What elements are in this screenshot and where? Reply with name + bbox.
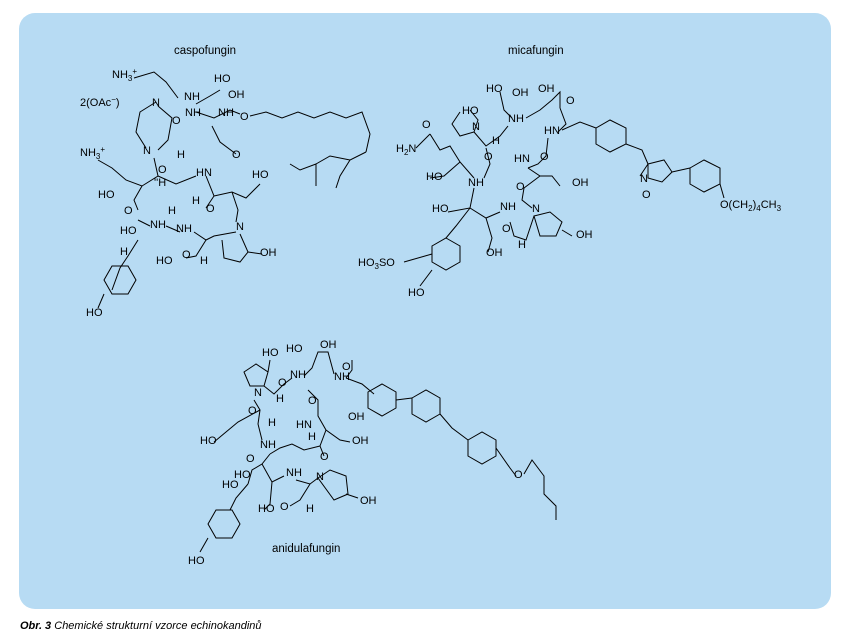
micafungin-structure: micafungin HO OH OH HO O O N NH HN H H2N…: [358, 45, 782, 299]
caspofungin-label-n3: N: [236, 221, 244, 233]
caspofungin-title: caspofungin: [174, 45, 236, 57]
anidulafungin-label-oh5: OH: [360, 495, 377, 507]
caspofungin-label-counterion: 2(OAc−): [80, 95, 120, 109]
caspofungin-label-o7: O: [182, 249, 191, 261]
anidulafungin-label-ho3: HO: [234, 469, 251, 481]
caspofungin-label-n: N: [152, 97, 160, 109]
micafungin-label-oh2: OH: [538, 83, 555, 95]
micafungin-label-oh4: OH: [576, 229, 593, 241]
caption-number: Obr. 3: [20, 620, 52, 632]
caspofungin-label-ho5: HO: [86, 307, 103, 319]
anidulafungin-label-ho2: HO: [200, 435, 217, 447]
caspofungin-label-h5: H: [200, 255, 208, 267]
anidulafungin-label-h3: H: [308, 431, 316, 443]
anidulafungin-label-oh3: OH: [348, 411, 365, 423]
anidulafungin-label-nh2: NH: [334, 371, 350, 383]
anidulafungin-label-nh1: NH: [290, 369, 306, 381]
figure-caption: Obr. 3 Chemické strukturní vzorce echino…: [20, 620, 262, 632]
anidulafungin-label-o6: O: [246, 453, 255, 465]
anidulafungin-label-o7: O: [280, 501, 289, 513]
caspofungin-label-o6: O: [124, 205, 133, 217]
caspofungin-label-nh1: NH: [184, 91, 200, 103]
micafungin-label-nh1: NH: [508, 113, 524, 125]
caspofungin-label-nh3-top: NH3+: [112, 67, 137, 83]
micafungin-label-n2: N: [640, 173, 648, 185]
micafungin-title: micafungin: [508, 45, 564, 57]
anidulafungin-label-ho1: HO: [262, 347, 279, 359]
anidulafungin-label-o1: O: [342, 361, 351, 373]
micafungin-label-ho5: HO: [408, 287, 425, 299]
micafungin-label-oh1: OH: [512, 87, 529, 99]
caspofungin-label-oh1: OH: [228, 89, 245, 101]
caspofungin-label-nh3: NH: [218, 107, 234, 119]
caspofungin-structure: caspofungin NH3+ 2(OAc−) NH3+ N NH HO OH…: [80, 45, 371, 319]
caspofungin-label-hn: HN: [196, 167, 212, 179]
micafungin-label-n3: N: [532, 203, 540, 215]
caspofungin-label-ho4: HO: [156, 255, 173, 267]
micafungin-label-o6: O: [642, 189, 651, 201]
anidulafungin-label-hn1: HN: [296, 419, 312, 431]
micafungin-label-hn1: HN: [544, 125, 560, 137]
micafungin-label-oh3: OH: [572, 177, 589, 189]
anidulafungin-label-n: N: [254, 387, 262, 399]
micafungin-label-tail: O(CH2)4CH3: [720, 199, 782, 213]
micafungin-label-h1: H: [492, 135, 500, 147]
anidulafungin-title: anidulafungin: [272, 543, 340, 555]
caspofungin-label-ho3: HO: [120, 225, 137, 237]
micafungin-label-oh5: OH: [486, 247, 503, 259]
micafungin-label-h3: H: [518, 239, 526, 251]
micafungin-label-ho3so: HO3SO: [358, 257, 395, 271]
micafungin-label-o7: O: [502, 223, 511, 235]
caspofungin-label-o2: O: [172, 115, 181, 127]
caspofungin-label-o3: O: [232, 149, 241, 161]
anidulafungin-label-o2: O: [278, 377, 287, 389]
micafungin-label-o2: O: [422, 119, 431, 131]
micafungin-label-h2n: H2N: [396, 143, 416, 157]
caspofungin-label-nh2: NH: [185, 107, 201, 119]
anidulafungin-label-ho5: HO: [258, 503, 275, 515]
caspofungin-label-o5: O: [206, 203, 215, 215]
caspofungin-label-o1: O: [240, 111, 249, 123]
caspofungin-label-oh2: HO: [252, 169, 269, 181]
anidulafungin-label-nh3: NH: [260, 439, 276, 451]
micafungin-label-o5: O: [516, 181, 525, 193]
anidulafungin-label-h2: H: [268, 417, 276, 429]
anidulafungin-label-h1: H: [276, 393, 284, 405]
caspofungin-label-h3: H: [192, 195, 200, 207]
caspofungin-label-nh3-left: NH3+: [80, 145, 105, 161]
micafungin-label-nh2: NH: [468, 177, 484, 189]
micafungin-label-hn2: HN: [514, 153, 530, 165]
caspofungin-label-o4: O: [158, 164, 167, 176]
anidulafungin-label-o5: O: [320, 451, 329, 463]
anidulafungin-label-ho6: HO: [188, 555, 205, 567]
anidulafungin-label-nh4: NH: [286, 467, 302, 479]
caspofungin-label-h1: H: [177, 149, 185, 161]
anidulafungin-label-o3: O: [308, 395, 317, 407]
caption-text: Chemické strukturní vzorce echinokandinů: [54, 620, 262, 632]
caspofungin-label-h6: H: [120, 246, 128, 258]
anidulafungin-label-oh1: HO: [286, 343, 303, 355]
anidulafungin-label-o4: O: [248, 405, 257, 417]
caspofungin-label-ho1: HO: [214, 73, 231, 85]
anidulafungin-structure: anidulafungin HO HO OH NH NH O N H O O O…: [188, 339, 557, 567]
anidulafungin-label-oh4: OH: [352, 435, 369, 447]
micafungin-label-o1: O: [566, 95, 575, 107]
caspofungin-label-ho2: HO: [98, 189, 115, 201]
caspofungin-label-oh3: OH: [260, 247, 277, 259]
anidulafungin-label-h4: H: [306, 503, 314, 515]
anidulafungin-label-oh2: OH: [320, 339, 337, 351]
figure-panel: [19, 13, 831, 609]
micafungin-label-nh3: NH: [500, 201, 516, 213]
caspofungin-label-n2: N: [143, 145, 151, 157]
caspofungin-label-h2: ''H: [154, 177, 166, 189]
anidulafungin-label-o8: O: [514, 469, 523, 481]
caspofungin-label-h4: H: [168, 205, 176, 217]
caspofungin-label-nh4: NH: [150, 219, 166, 231]
micafungin-label-ho4: HO: [432, 203, 449, 215]
caspofungin-label-nh5: NH: [176, 223, 192, 235]
micafungin-label-ho1: HO: [486, 83, 503, 95]
anidulafungin-label-ho4: HO: [222, 479, 239, 491]
